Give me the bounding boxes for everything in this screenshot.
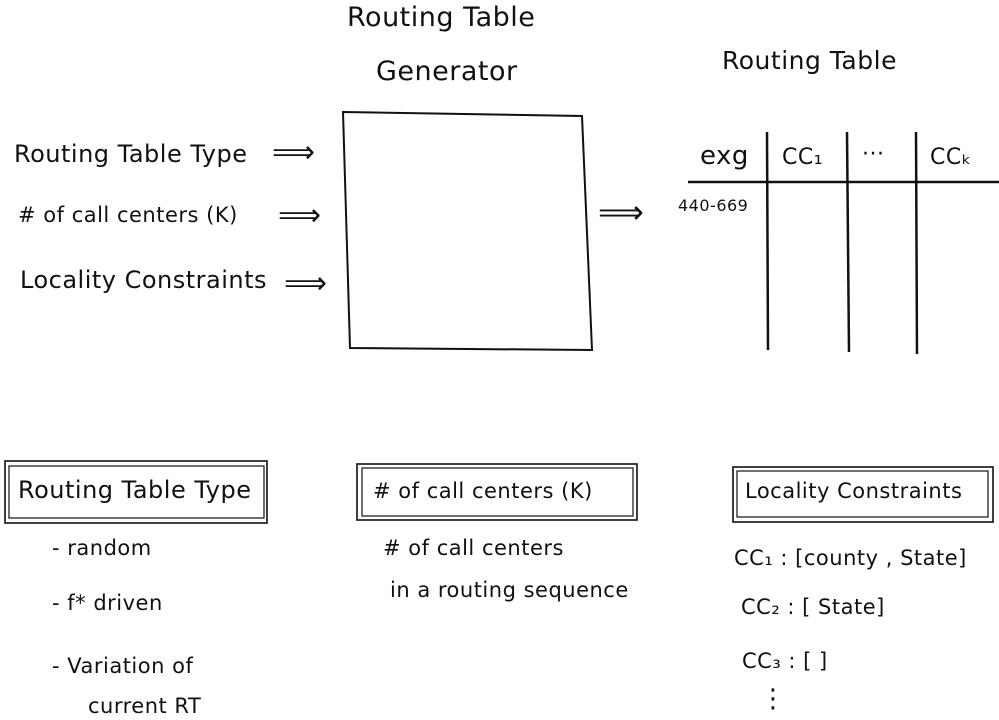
table-header-ellipsis: ··· [862, 142, 885, 167]
def-heading-routing-table-type: Routing Table Type [18, 476, 252, 504]
def-item-variation: - Variation of [52, 654, 194, 678]
input-label-locality: Locality Constraints [20, 266, 268, 294]
table-header-cc1: CC₁ [782, 145, 824, 170]
input-arrow-1: ⟹ [272, 135, 316, 170]
table-col-line-3 [914, 131, 919, 355]
table-col-line-2 [845, 131, 851, 353]
def-locality-cc2: CC₂ : [ State] [741, 595, 885, 619]
def-item-random: - random [52, 536, 152, 560]
input-arrow-2: ⟹ [278, 198, 322, 233]
def-locality-cc3: CC₃ : [ ] [742, 649, 828, 673]
def-call-centers-desc-line1: # of call centers [383, 536, 564, 560]
input-arrow-3: ⟹ [284, 266, 328, 301]
input-label-call-centers: # of call centers (K) [18, 203, 238, 227]
generator-title-line1: Routing Table [347, 2, 536, 33]
table-cell-exg-row1: 440-669 [678, 196, 749, 215]
routing-table-title: Routing Table [722, 46, 897, 75]
def-item-f-driven: - f* driven [52, 591, 163, 615]
table-header-cck: CCₖ [930, 145, 972, 170]
def-box-routing-type [4, 460, 268, 524]
def-heading-locality: Locality Constraints [745, 479, 963, 503]
generator-title-line2: Generator [376, 56, 518, 87]
def-locality-cc1: CC₁ : [county , State] [734, 546, 967, 570]
table-header-exg: exg [700, 141, 749, 171]
input-label-routing-table-type: Routing Table Type [14, 140, 248, 168]
def-box-call-centers [356, 463, 638, 521]
def-heading-call-centers: # of call centers (K) [373, 479, 593, 503]
output-arrow: ⟹ [598, 193, 645, 231]
def-call-centers-desc-line2: in a routing sequence [390, 578, 629, 602]
generator-box [341, 110, 594, 352]
table-col-line-1 [765, 131, 770, 351]
def-item-current-rt: current RT [88, 694, 202, 718]
def-locality-ellipsis: ⋮ [760, 684, 787, 714]
def-box-locality [732, 466, 994, 523]
